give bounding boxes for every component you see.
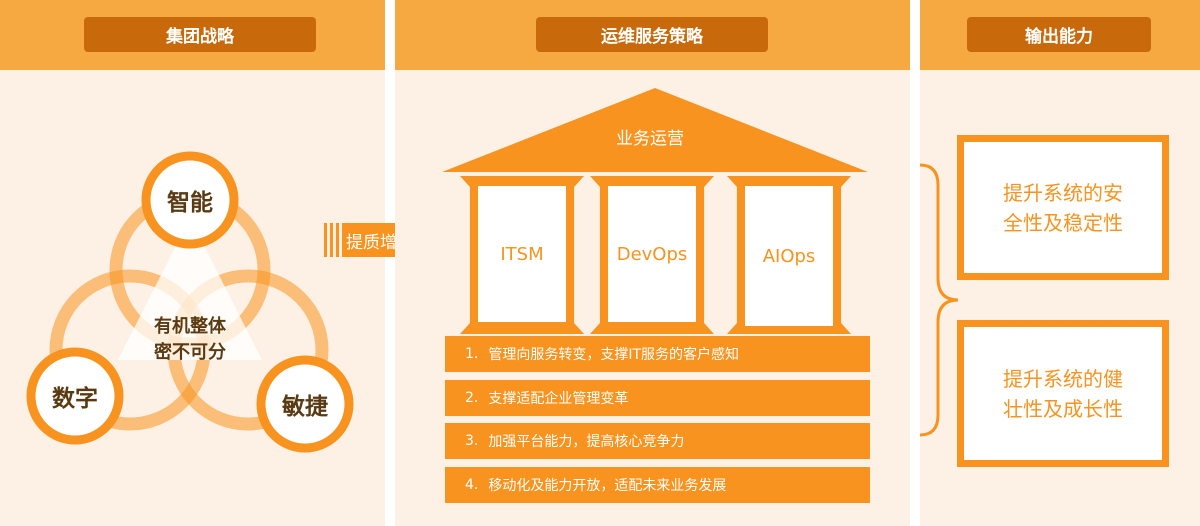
node-right-circle [256, 355, 354, 453]
group-strategy-title: 集团战略 [84, 17, 316, 52]
output-title: 输出能力 [967, 17, 1151, 52]
venn-center-line2: 密不可分 [154, 342, 226, 363]
temple-roof [442, 88, 868, 172]
venn-center-triangle [118, 218, 262, 360]
strategy-text: 加强平台能力，提高核心竞争力 [488, 434, 685, 450]
output-box-robustness-text: 提升系统的健 壮性及成长性 [1003, 364, 1123, 424]
group-strategy-panel: 集团战略 智能 数字 敏捷 有机整体 密不可分 [0, 0, 385, 526]
temple-roof-label: 业务运营 [616, 129, 684, 149]
node-left-circle [26, 347, 124, 445]
strategy-text: 支撑适配企业管理变革 [488, 391, 629, 407]
strategy-text: 管理向服务转变，支撑IT服务的客户感知 [488, 347, 740, 363]
strategy-bar-3: 3. 加强平台能力，提高核心竞争力 [445, 423, 870, 459]
pillar-itsm-label: ITSM [478, 186, 566, 322]
venn-top-label: 智能 [167, 190, 213, 216]
pillar-aiops-label: AIOps [745, 186, 833, 326]
strategy-bar-4: 4. 移动化及能力开放，适配未来业务发展 [445, 467, 870, 503]
output-box-security: 提升系统的安 全性及稳定性 [957, 135, 1169, 280]
venn-left-label: 数字 [52, 386, 98, 412]
pillar-devops-label: DevOps [608, 186, 696, 322]
venn-right-label: 敏捷 [282, 394, 328, 420]
ops-strategy-title: 运维服务策略 [536, 17, 768, 52]
strategy-num: 2. [465, 390, 479, 406]
output-line: 全性及稳定性 [1003, 210, 1123, 235]
strategy-text: 移动化及能力开放，适配未来业务发展 [488, 478, 727, 494]
venn-center-line1: 有机整体 [154, 316, 226, 337]
output-box-security-text: 提升系统的安 全性及稳定性 [1003, 178, 1123, 238]
venn-diagram [26, 151, 354, 453]
ops-strategy-header: 运维服务策略 [395, 0, 910, 70]
strategy-bar-2: 2. 支撑适配企业管理变革 [445, 380, 870, 416]
output-brace [919, 163, 959, 437]
output-box-robustness: 提升系统的健 壮性及成长性 [957, 320, 1169, 467]
strategy-bar-1: 1. 管理向服务转变，支撑IT服务的客户感知 [445, 336, 870, 372]
output-line: 壮性及成长性 [1003, 396, 1123, 421]
output-header: 输出能力 [920, 0, 1200, 70]
strategy-num: 1. [465, 346, 479, 362]
strategy-num: 3. [465, 433, 479, 449]
group-strategy-header: 集团战略 [0, 0, 385, 70]
strategy-num: 4. [465, 477, 479, 493]
output-line: 提升系统的安 [1003, 180, 1123, 205]
node-top-circle [141, 151, 239, 249]
output-line: 提升系统的健 [1003, 366, 1123, 391]
